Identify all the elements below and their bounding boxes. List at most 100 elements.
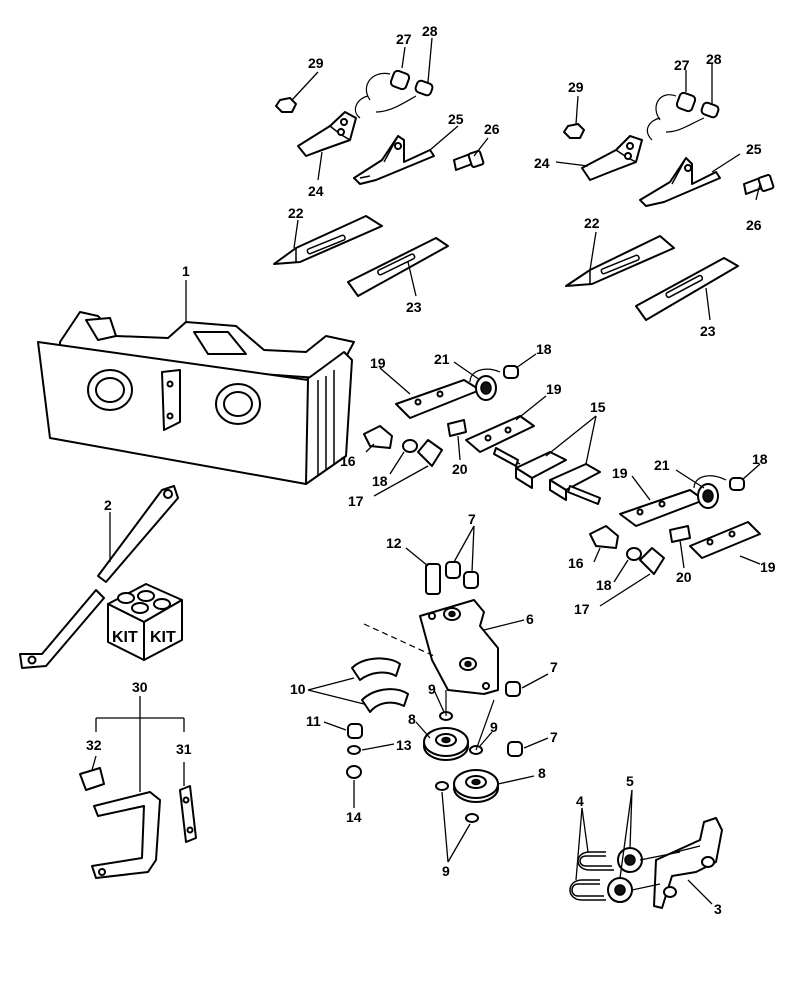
part-32-clip (79, 767, 105, 791)
callout-13: 13 (396, 737, 412, 753)
callout-17a: 17 (348, 493, 364, 509)
callout-23b: 23 (700, 323, 716, 339)
callout-19d: 19 (760, 559, 776, 575)
callout-16b: 16 (568, 555, 584, 571)
part-31-strap (179, 785, 197, 843)
part-3-bracket (653, 817, 723, 909)
part-7-spacer-c (505, 681, 521, 697)
callout-16a: 16 (340, 453, 356, 469)
part-24-bracket-left (297, 111, 357, 157)
part-29-nut-right (563, 123, 585, 139)
part-19-plate-d (689, 521, 761, 559)
callout-3: 3 (714, 901, 722, 917)
callout-7b: 7 (550, 659, 558, 675)
kit-front-label: KIT (112, 629, 138, 646)
callout-9b: 9 (490, 719, 498, 735)
pulley-assembly (307, 525, 549, 863)
callout-23a: 23 (406, 299, 422, 315)
part-12-bolt (425, 563, 441, 595)
part-18-bushing-b (402, 439, 418, 453)
part-23-plate-right (635, 257, 739, 321)
part-28-bushing-left (414, 79, 434, 97)
part-22-plate-right (565, 235, 675, 287)
callout-12: 12 (386, 535, 402, 551)
part-11-bushing (347, 723, 363, 739)
callout-14: 14 (346, 809, 362, 825)
part-14-nut (346, 765, 362, 779)
part-10-clamp-upper (351, 657, 401, 681)
part-10-clamp-lower (361, 688, 409, 713)
part-28-bushing-right (700, 101, 720, 119)
part-8-pulley-a (423, 727, 469, 761)
middle-left-slide-assembly (363, 353, 601, 505)
callout-26a: 26 (484, 121, 500, 137)
part-1-main-frame (37, 311, 355, 485)
callout-2: 2 (104, 497, 112, 513)
callout-19c: 19 (612, 465, 628, 481)
part-29-nut-left (275, 97, 297, 113)
part-8-pulley-b (453, 769, 499, 803)
callout-7a: 7 (468, 511, 476, 527)
callout-24b: 24 (534, 155, 550, 171)
part-5-roller-b (607, 877, 633, 903)
part-18-bushing-c (729, 477, 745, 491)
part-21-roller-a (475, 375, 497, 401)
callout-6: 6 (526, 611, 534, 627)
callout-7c: 7 (550, 729, 558, 745)
callout-25b: 25 (746, 141, 762, 157)
upper-left-mount-assembly (273, 37, 489, 297)
callout-18d: 18 (596, 577, 612, 593)
callout-18b: 18 (372, 473, 388, 489)
part-4-u-bolt-a (577, 851, 614, 871)
callout-8b: 8 (538, 765, 546, 781)
part-17-plate-b (639, 547, 665, 575)
callout-28a: 28 (422, 23, 438, 39)
callout-9c: 9 (442, 863, 450, 879)
part-19-plate-c (619, 489, 705, 527)
lower-right-mount-assembly (569, 789, 723, 909)
callout-20b: 20 (676, 569, 692, 585)
callout-29a: 29 (308, 55, 324, 71)
part-30-u-bracket (91, 791, 161, 879)
callout-10: 10 (290, 681, 306, 697)
callout-26b: 26 (746, 217, 762, 233)
callout-27a: 27 (396, 31, 412, 47)
part-15-block-a (493, 447, 567, 489)
part-18-bushing-a (503, 365, 519, 379)
callout-18c: 18 (752, 451, 768, 467)
callout-17b: 17 (574, 601, 590, 617)
callout-labels: 1 2 3 4 5 6 7 7 7 8 8 9 9 9 10 11 12 13 … (86, 23, 776, 917)
callout-32: 32 (86, 737, 102, 753)
part-19-plate-b (465, 415, 535, 453)
part-25-bracket-left (353, 135, 435, 185)
part-25-bracket-right (639, 157, 721, 207)
part-19-plate-a (395, 379, 481, 419)
part-24-bracket-right (581, 135, 643, 181)
part-13-washer (347, 745, 361, 755)
kit-side-label: KIT (150, 629, 176, 646)
callout-21b: 21 (654, 457, 670, 473)
callout-15: 15 (590, 399, 606, 415)
part-7-spacer-b (463, 571, 479, 589)
callout-1: 1 (182, 263, 190, 279)
part-9-washer-c (435, 781, 449, 791)
kit-box: KIT KIT (107, 583, 183, 661)
part-16-guide-b (589, 525, 619, 549)
callout-27b: 27 (674, 57, 690, 73)
part-6-plate (419, 599, 499, 695)
part-4-u-bolt-b (569, 879, 606, 901)
part-7-spacer-d (507, 741, 523, 757)
callout-19b: 19 (546, 381, 562, 397)
part-7-spacer-a (445, 561, 461, 579)
part-20-spacer-a (447, 419, 467, 437)
part-27-bushing-left (389, 69, 411, 91)
callout-22a: 22 (288, 205, 304, 221)
part-18-bushing-d (626, 547, 642, 561)
callout-4: 4 (576, 793, 584, 809)
callout-31: 31 (176, 741, 192, 757)
callout-24a: 24 (308, 183, 324, 199)
callout-29b: 29 (568, 79, 584, 95)
callout-21a: 21 (434, 351, 450, 367)
middle-right-slide-assembly (589, 463, 761, 607)
